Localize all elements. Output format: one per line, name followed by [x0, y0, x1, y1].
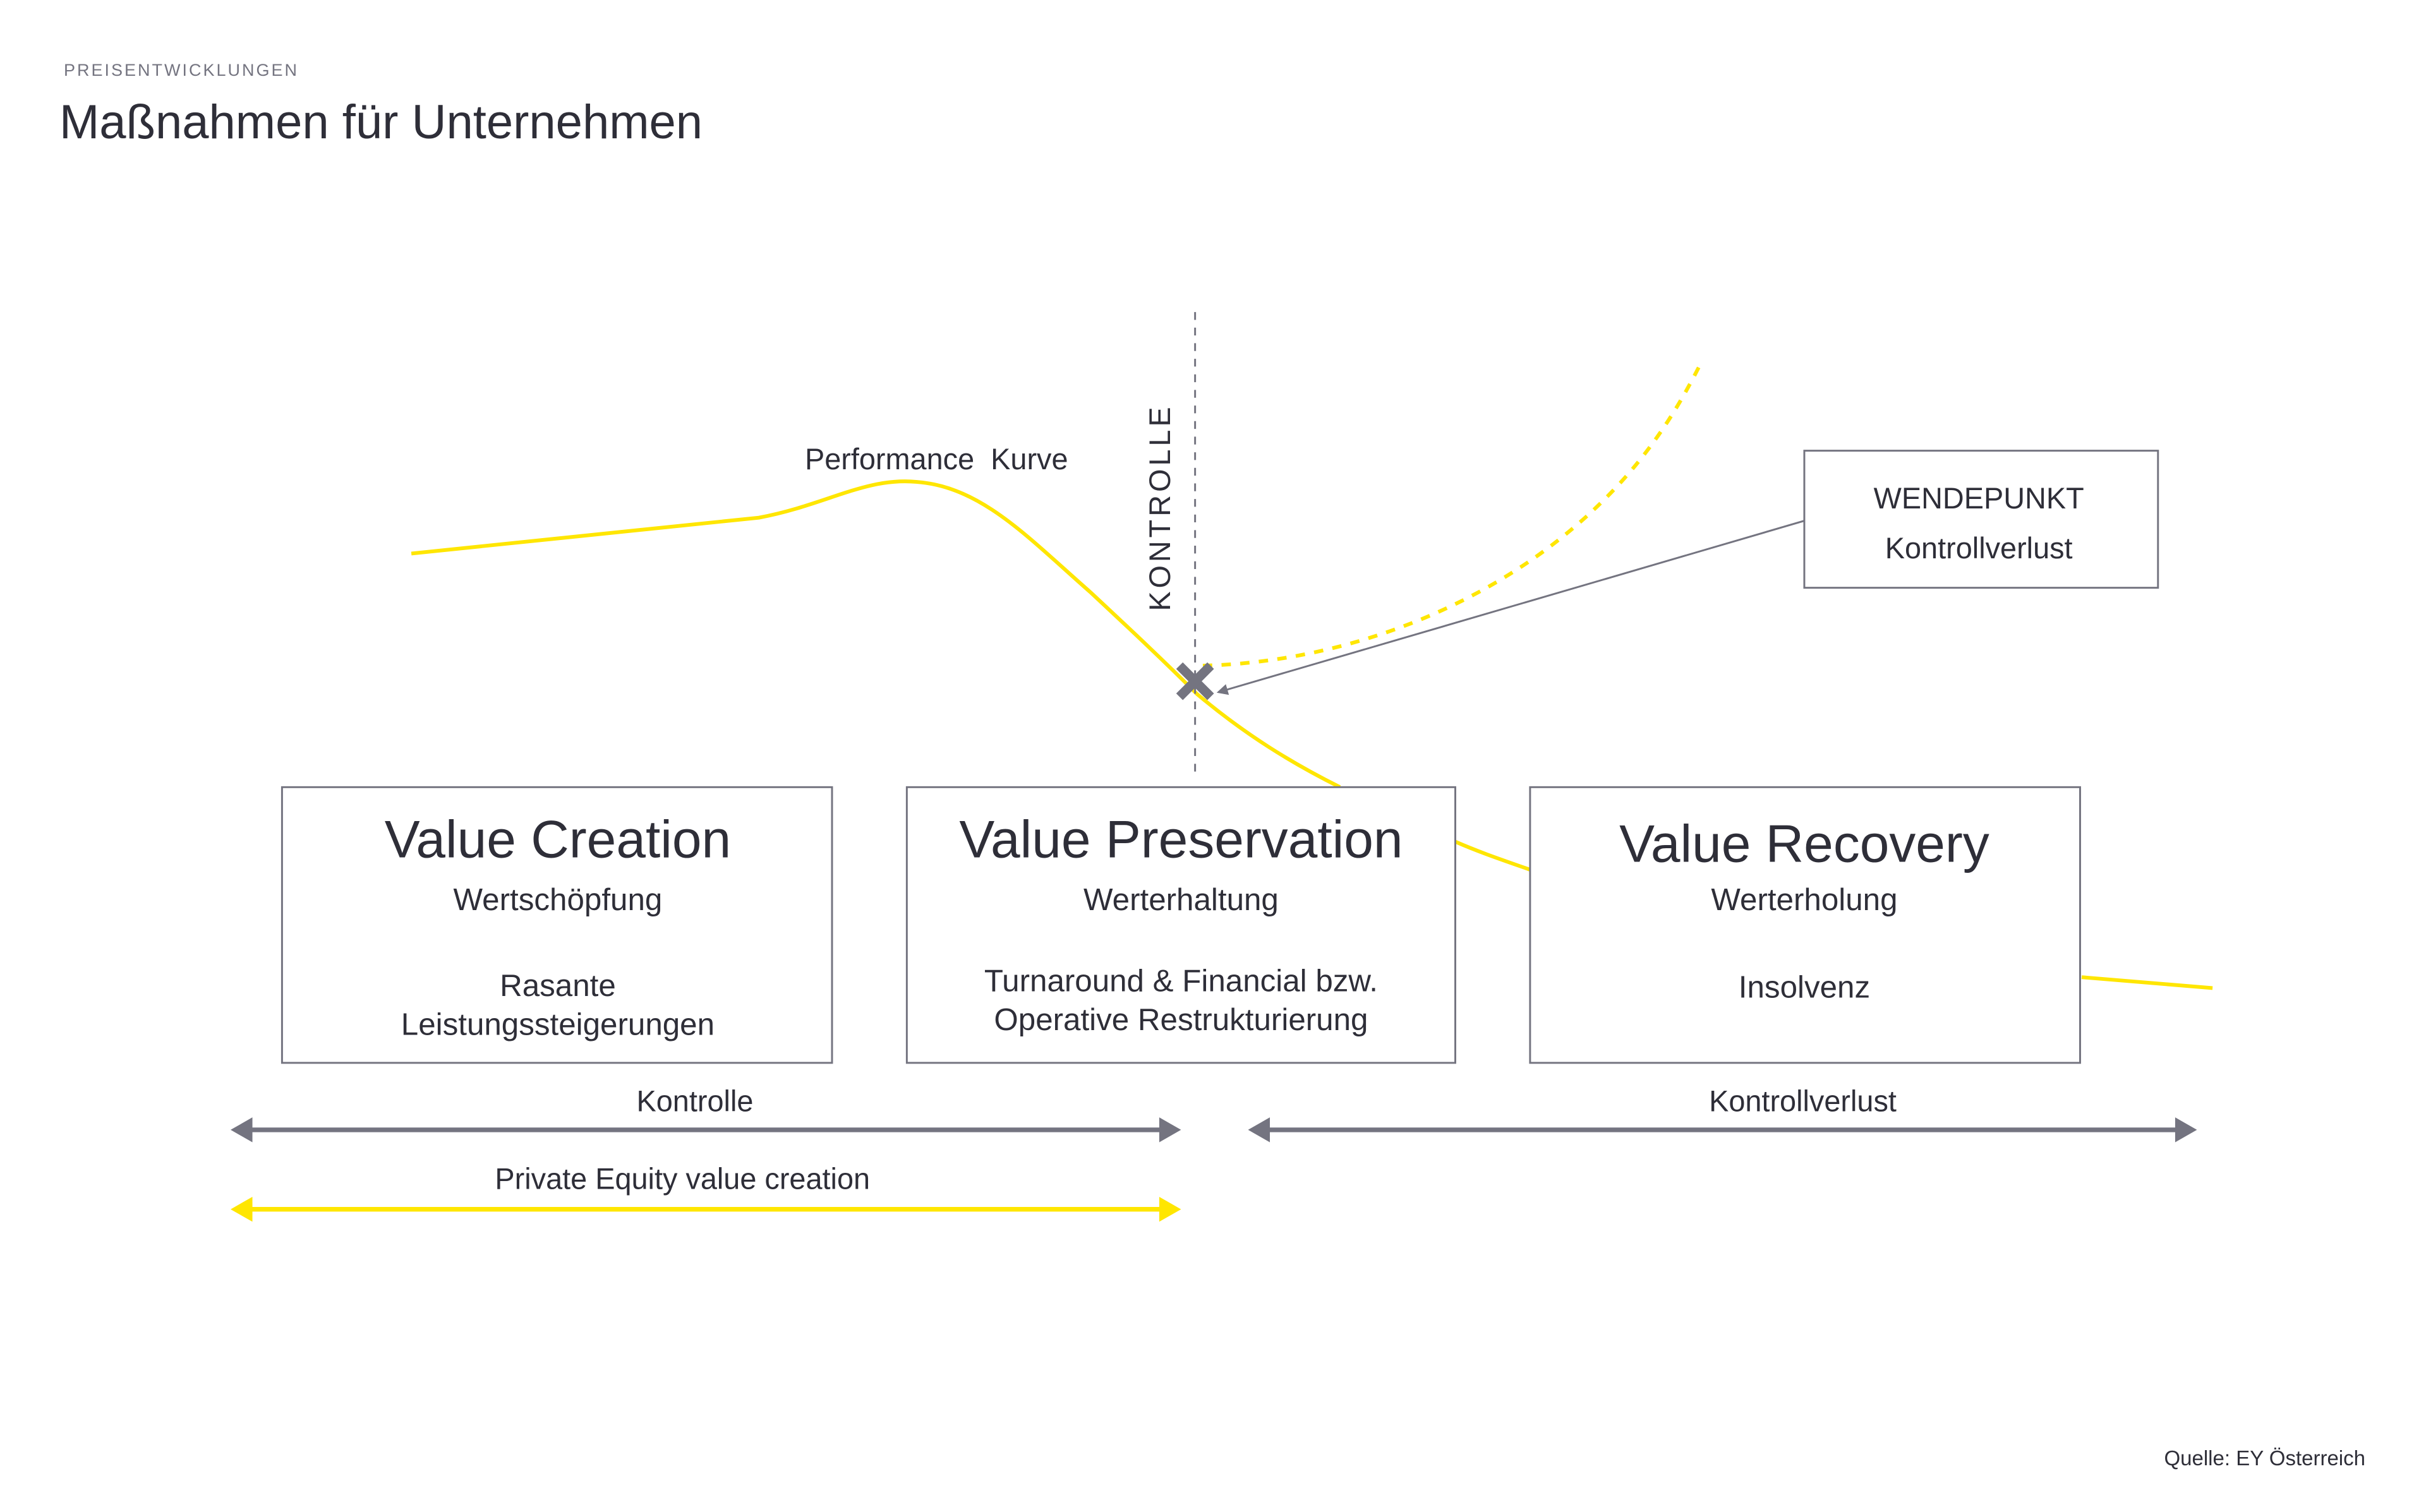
phase-box-value-recovery: Value Recovery Werterholung Insolvenz [1529, 786, 2081, 1064]
phase-title: Value Preservation [959, 809, 1403, 868]
turning-point-pointer [1216, 520, 1805, 695]
phase-body-line: Leistungssteigerungen [401, 1007, 715, 1041]
phase-body-line: Turnaround & Financial bzw. [984, 963, 1378, 998]
page-title: Maßnahmen für Unternehmen [59, 95, 703, 149]
range-label: Kontrollverlust [1709, 1084, 1897, 1117]
turning-point-title: WENDEPUNKT [1874, 482, 2084, 515]
arrow-right-icon [1159, 1196, 1181, 1222]
source-note: Quelle: EY Österreich [2164, 1446, 2365, 1470]
phase-subtitle: Werterholung [1711, 882, 1897, 917]
phase-subtitle: Wertschöpfung [454, 882, 663, 917]
turning-point-x-icon [1176, 662, 1214, 700]
range-private-equity: Private Equity value creation [231, 1163, 1181, 1222]
phase-box-value-preservation: Value Preservation Werterhaltung Turnaro… [905, 786, 1456, 1064]
arrow-left-icon [1248, 1117, 1270, 1143]
phase-body-line: Rasante [500, 968, 616, 1003]
phase-box-value-creation: Value Creation Wertschöpfung Rasante Lei… [281, 786, 833, 1064]
recovery-curve-dashed [1202, 361, 1703, 668]
phase-subtitle: Werterhaltung [1083, 882, 1279, 917]
range-label: Kontrolle [637, 1084, 754, 1117]
range-kontrolle: Kontrolle [231, 1084, 1181, 1143]
arrow-left-icon [231, 1196, 253, 1222]
performance-curve-tail [2081, 975, 2213, 990]
phase-title: Value Recovery [1619, 814, 1989, 873]
turning-point-subtitle: Kontrollverlust [1885, 532, 2073, 565]
curve-label: Performance Kurve [805, 443, 1068, 476]
phase-body-line: Operative Restrukturierung [994, 1002, 1368, 1037]
phase-title: Value Creation [385, 809, 731, 868]
control-line-label: KONTROLLE [1144, 404, 1176, 611]
performance-curve [411, 479, 1341, 789]
section-kicker: PREISENTWICKLUNGEN [64, 61, 299, 80]
phase-body-line: Insolvenz [1739, 969, 1870, 1004]
arrow-left-icon [231, 1117, 253, 1143]
range-label: Private Equity value creation [495, 1163, 870, 1196]
turning-point-callout: WENDEPUNKT Kontrollverlust [1803, 450, 2159, 589]
performance-curve-segment [1454, 839, 1531, 872]
arrow-right-icon [2175, 1117, 2197, 1143]
range-kontrollverlust: Kontrollverlust [1248, 1084, 2197, 1143]
arrow-right-icon [1159, 1117, 1181, 1143]
